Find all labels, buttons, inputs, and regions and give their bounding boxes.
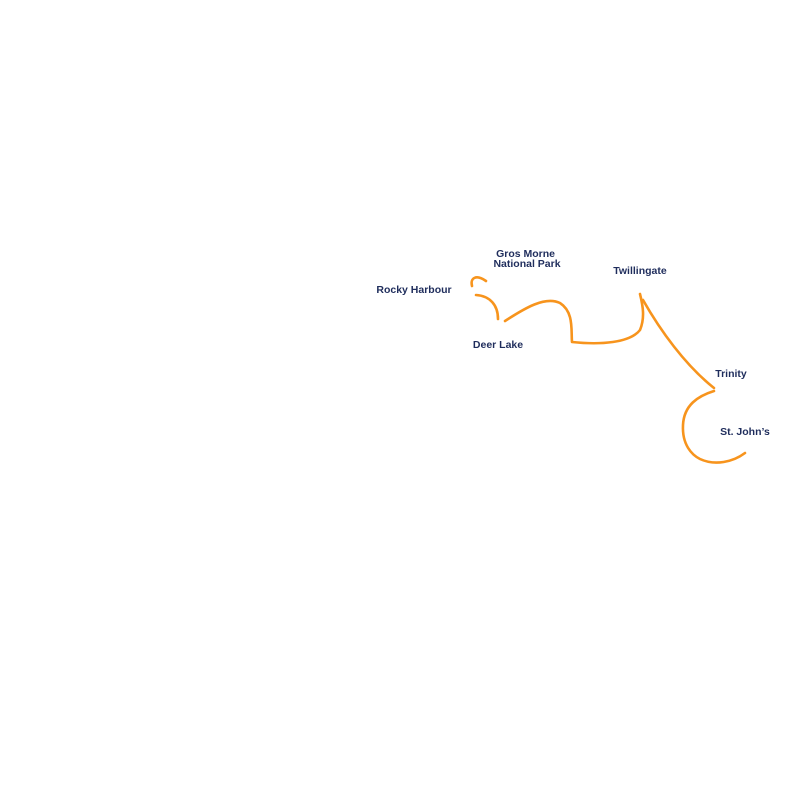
label-gros-morne[interactable]: Gros Morne National Park — [493, 248, 560, 270]
place-labels: Gros Morne National Park Rocky Harbour D… — [376, 248, 770, 438]
route-leg-rocky-harbour-gros-morne — [470, 276, 488, 288]
route-leg-deer-lake-twillingate — [503, 292, 645, 345]
label-rocky-harbour[interactable]: Rocky Harbour — [376, 284, 451, 296]
route-leg-trinity-st-johns — [681, 389, 747, 464]
label-deer-lake[interactable]: Deer Lake — [473, 339, 523, 351]
route-leg-gros-morne-deer-lake — [474, 293, 500, 321]
label-gros-morne-line-1: Gros Morne — [496, 248, 555, 260]
label-gros-morne-line-2: National Park — [493, 258, 560, 270]
route-leg-twillingate-trinity — [641, 298, 716, 390]
label-twillingate[interactable]: Twillingate — [613, 265, 667, 277]
label-st-johns[interactable]: St. John’s — [720, 426, 770, 438]
route-lines — [470, 276, 747, 464]
label-trinity[interactable]: Trinity — [715, 368, 747, 380]
